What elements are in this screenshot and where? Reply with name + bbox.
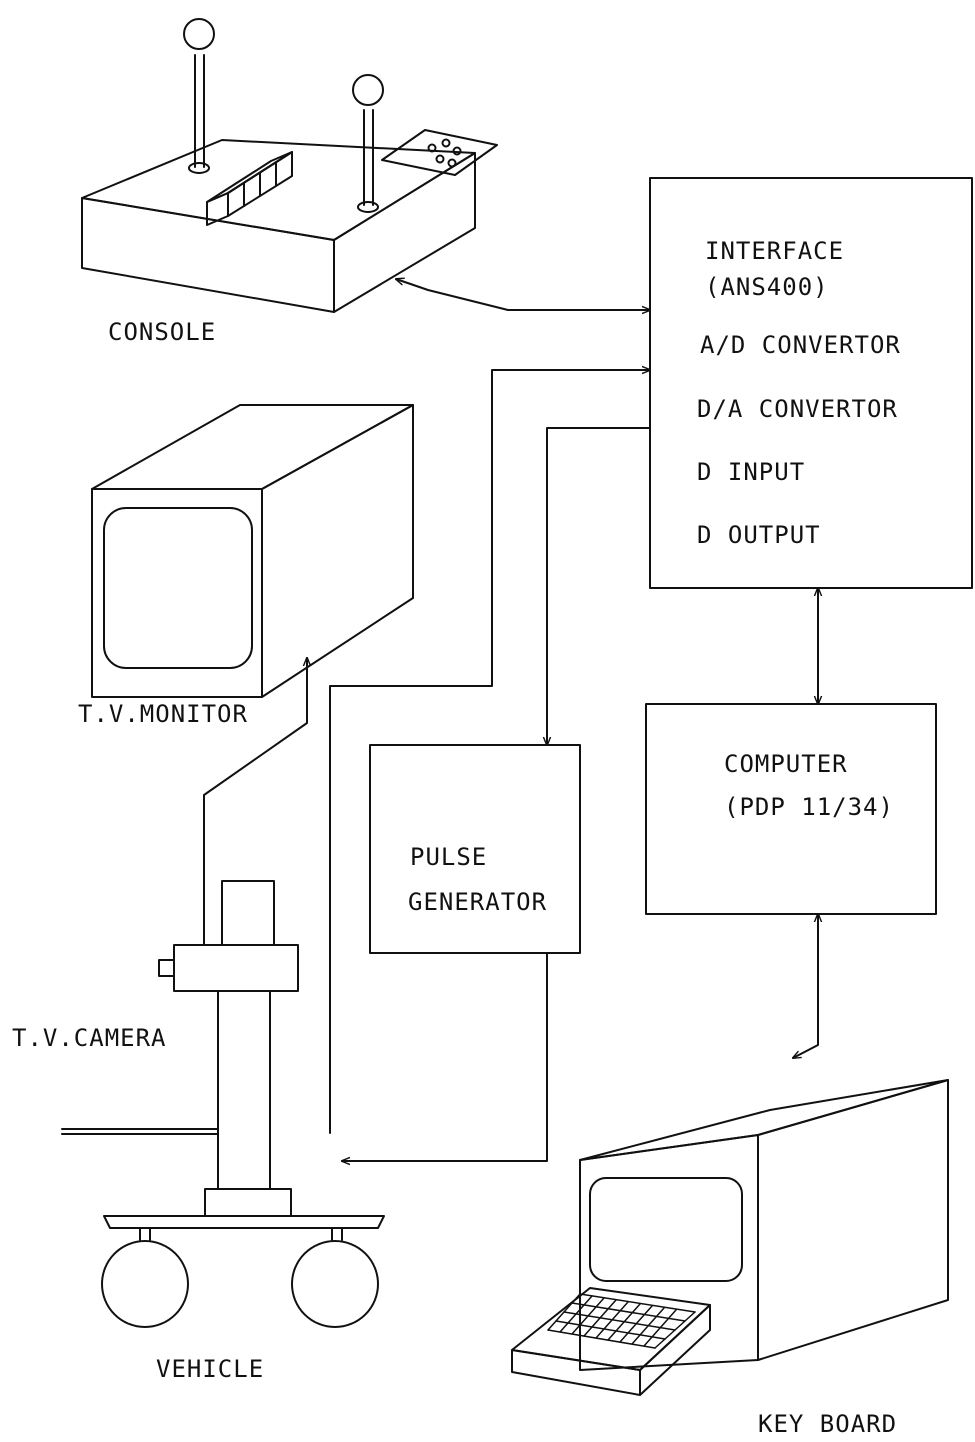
terminal-screen xyxy=(589,1177,743,1282)
pulse-vehicle-link xyxy=(341,952,548,1161)
tv-camera-lens xyxy=(158,959,175,977)
keyboard-side xyxy=(639,1304,711,1396)
computer-model: (PDP 11/34) xyxy=(724,793,894,821)
vehicle-wheel-left xyxy=(101,1240,189,1328)
console-side-face xyxy=(333,152,476,313)
monitor-top xyxy=(91,404,414,490)
interface-ad-convertor: A/D CONVERTOR xyxy=(700,331,901,359)
terminal-top xyxy=(579,1079,949,1161)
tv-monitor-drawing xyxy=(91,404,414,698)
interface-d-input: D INPUT xyxy=(697,458,806,486)
terminal-front xyxy=(579,1134,759,1371)
computer-title: COMPUTER xyxy=(724,750,848,778)
interface-pulse-link xyxy=(547,427,651,746)
vehicle-interface-link xyxy=(329,370,651,1134)
console-label: CONSOLE xyxy=(108,318,217,346)
joystick-right xyxy=(352,74,384,213)
tv-camera-label: T.V.CAMERA xyxy=(12,1024,167,1052)
interface-box xyxy=(649,177,973,589)
interface-da-convertor: D/A CONVERTOR xyxy=(697,395,898,423)
vehicle-drawing xyxy=(61,880,385,1328)
terminal-side xyxy=(757,1079,949,1361)
monitor-screen xyxy=(103,507,253,669)
interface-d-output: D OUTPUT xyxy=(697,521,821,549)
tv-camera-body xyxy=(173,944,299,992)
camera-monitor-link xyxy=(203,657,307,946)
vehicle-post xyxy=(217,990,271,1190)
vehicle-post-base xyxy=(204,1188,292,1217)
interface-model: (ANS400) xyxy=(705,273,829,301)
keyboard-terminal-drawing xyxy=(511,1079,949,1396)
console-button-row xyxy=(206,151,293,226)
monitor-side xyxy=(261,404,414,698)
interface-title: INTERFACE xyxy=(705,237,845,265)
console-dot-panel xyxy=(381,129,498,176)
tv-monitor-label: T.V.MONITOR xyxy=(78,700,248,728)
vehicle-label: VEHICLE xyxy=(156,1355,265,1383)
pulse-generator-box xyxy=(369,744,581,954)
keyboard-label: KEY BOARD xyxy=(758,1410,898,1438)
console-drawing xyxy=(81,18,498,313)
keyboard-keys xyxy=(547,1293,696,1349)
joystick-left xyxy=(183,18,215,174)
vehicle-wheel-right xyxy=(291,1240,379,1328)
console-interface-link xyxy=(396,279,651,310)
camera-mast-top xyxy=(221,880,275,946)
pulse-generator-line1: PULSE xyxy=(410,843,488,871)
pulse-generator-line2: GENERATOR xyxy=(408,888,548,916)
keyboard-front xyxy=(511,1349,641,1396)
vehicle-platform xyxy=(103,1215,385,1229)
computer-terminal-link xyxy=(793,913,818,1058)
